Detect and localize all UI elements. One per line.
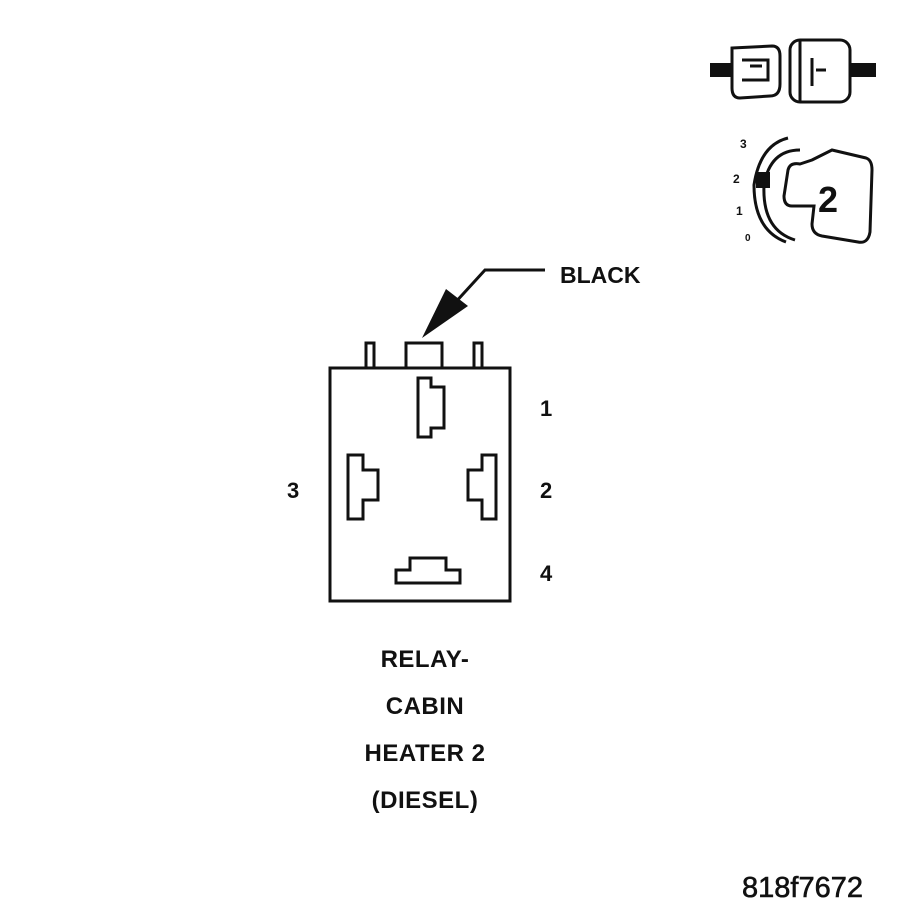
terminal-cavities xyxy=(346,376,498,585)
key-position-2: 2 xyxy=(733,172,740,186)
connector-housing xyxy=(328,341,512,603)
connector-plug-icon xyxy=(710,38,876,104)
figure-id: 818f7672 xyxy=(742,872,864,904)
key-position-icon xyxy=(752,136,874,244)
connector-title: RELAY- CABIN HEATER 2 (DIESEL) xyxy=(300,636,550,824)
pin-label-1: 1 xyxy=(540,396,553,421)
cavity-3 xyxy=(346,453,380,521)
key-selected-number: 2 xyxy=(818,179,839,220)
pin-label-3: 3 xyxy=(287,478,300,503)
color-label: BLACK xyxy=(560,262,641,288)
title-line-4: (DIESEL) xyxy=(371,787,479,814)
title-line-2: CABIN xyxy=(385,693,465,720)
pin-label-4: 4 xyxy=(540,561,553,586)
cavity-2 xyxy=(466,453,498,521)
key-position-1: 1 xyxy=(736,204,743,218)
cavity-4 xyxy=(394,556,462,585)
key-position-3: 3 xyxy=(740,137,747,151)
color-callout-arrow xyxy=(422,268,545,338)
title-line-3: HEATER 2 xyxy=(364,740,486,767)
pin-label-2: 2 xyxy=(540,478,553,503)
cavity-1 xyxy=(416,376,446,439)
key-position-0: 0 xyxy=(745,233,751,244)
title-line-1: RELAY- xyxy=(380,646,470,673)
